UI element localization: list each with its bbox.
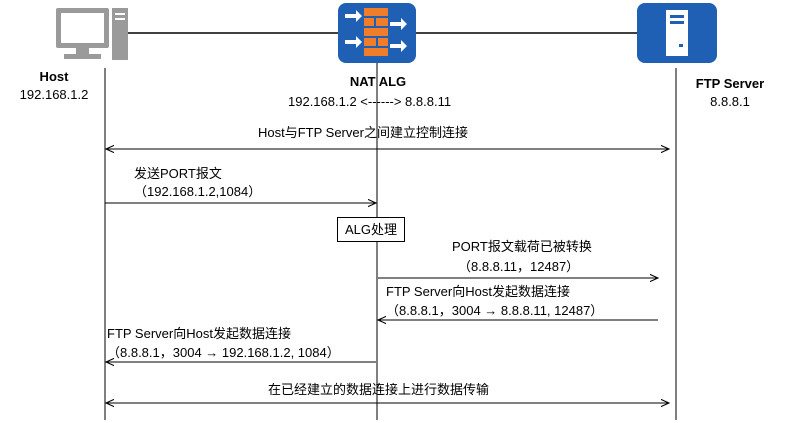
- data-transfer-label: 在已经建立的数据连接上进行数据传输: [268, 382, 490, 397]
- host-name: Host: [39, 69, 69, 84]
- data-connection-detail-2: （8.8.8.1，3004 → 192.168.1.2, 1084）: [107, 345, 340, 360]
- nat-name: NAT ALG: [349, 74, 407, 89]
- control-connection-label: Host与FTP Server之间建立控制连接: [258, 125, 468, 140]
- data-connection-title-2: FTP Server向Host发起数据连接: [107, 326, 291, 341]
- data-connection-detail-1: （8.8.8.1，3004 → 8.8.8.11, 12487）: [386, 303, 604, 318]
- port-message-title: 发送PORT报文: [134, 166, 222, 181]
- data-connection-title-1: FTP Server向Host发起数据连接: [386, 284, 570, 299]
- computer-icon: [53, 6, 128, 68]
- port-rewritten-title: PORT报文载荷已被转换: [452, 239, 592, 254]
- ftp-ip: 8.8.8.1: [710, 94, 750, 109]
- nat-mapping: 192.168.1.2 <------> 8.8.8.11: [288, 94, 452, 109]
- host-ip: 192.168.1.2: [19, 87, 89, 102]
- firewall-icon: [338, 3, 416, 63]
- server-icon: [637, 3, 717, 63]
- port-message-detail: （192.168.1.2,1084）: [134, 184, 262, 199]
- ftp-name: FTP Server: [695, 76, 765, 91]
- alg-processing-box: ALG处理: [337, 217, 406, 242]
- port-rewritten-detail: （8.8.8.11，12487）: [458, 259, 580, 274]
